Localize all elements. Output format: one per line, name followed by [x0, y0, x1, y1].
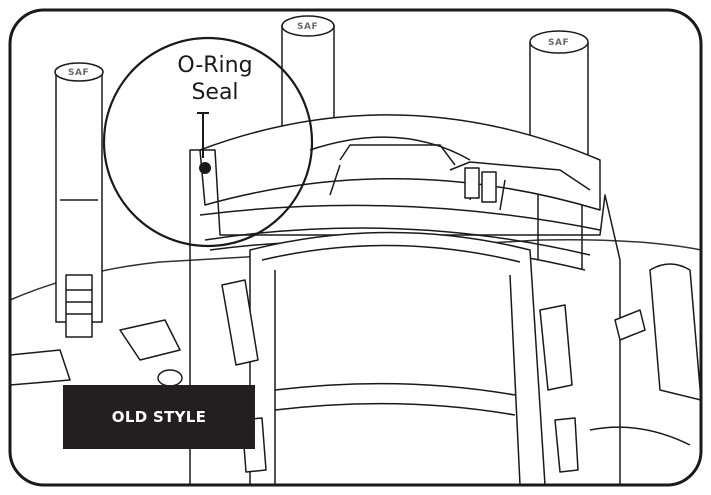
stud-cap-label-left: SAF	[68, 68, 90, 78]
wheel-stud-left	[54, 62, 104, 338]
old-style-label: OLD STYLE	[111, 408, 207, 426]
o-ring-seal-dot	[199, 162, 211, 174]
old-style-badge: OLD STYLE	[63, 385, 255, 449]
callout-label: O-Ring Seal	[140, 52, 290, 106]
stud-cap-label-right: SAF	[548, 38, 570, 48]
callout-line-1: O-Ring	[177, 53, 253, 78]
stud-cap-label-center: SAF	[297, 22, 319, 32]
rounded-border	[8, 8, 703, 487]
callout-line-2: Seal	[191, 80, 239, 105]
callout-leader-line	[197, 112, 209, 158]
callout-circle	[102, 36, 314, 248]
